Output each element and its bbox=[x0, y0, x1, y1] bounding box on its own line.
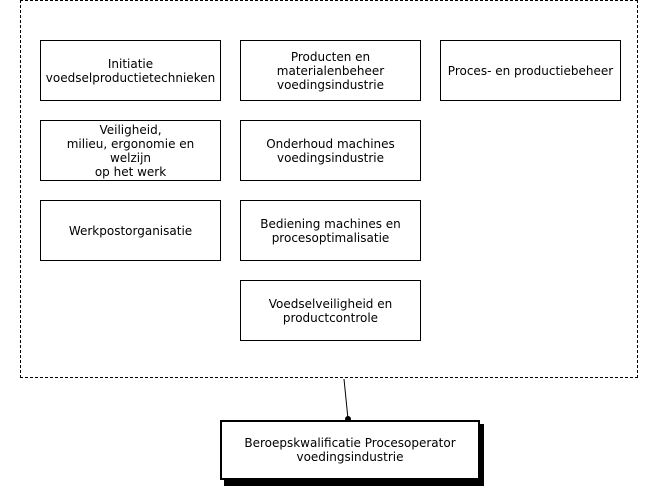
module-onderhoud-machines: Onderhoud machines voedingsindustrie bbox=[240, 120, 421, 181]
module-veiligheid: Veiligheid, milieu, ergonomie en welzijn… bbox=[40, 120, 221, 181]
module-bediening-machines: Bediening machines en procesoptimalisati… bbox=[240, 200, 421, 261]
module-initiatie: Initiatie voedselproductietechnieken bbox=[40, 40, 221, 101]
modules-group-frame bbox=[20, 0, 638, 378]
module-producten-materialenbeheer: Producten en materialenbeheer voedingsin… bbox=[240, 40, 421, 101]
qualification-box: Beroepskwalificatie Procesoperator voedi… bbox=[220, 420, 480, 480]
module-proces-productiebeheer: Proces- en productiebeheer bbox=[440, 40, 621, 101]
module-werkpostorganisatie: Werkpostorganisatie bbox=[40, 200, 221, 261]
module-voedselveiligheid: Voedselveiligheid en productcontrole bbox=[240, 280, 421, 341]
